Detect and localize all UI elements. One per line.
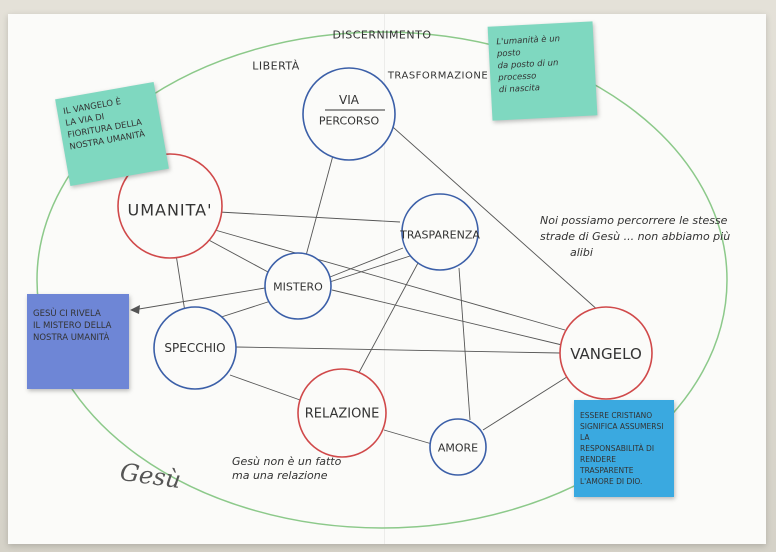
node-specchio-label: SPECCHIO [164,341,226,355]
arrow-head [130,305,140,314]
annotation-line: alibi [570,246,593,259]
link-umanita-trasparenza [218,211,401,223]
sticky-line: RENDERE TRASPARENTE [580,455,634,475]
link-mistero-arrow [132,287,266,311]
link-via-mistero [303,147,336,264]
annotation-line: ma una relazione [232,469,328,482]
sticky-line: GESÙ CI RIVELA [33,309,101,319]
node-vangelo-circle [559,306,653,400]
node-via-circle [302,67,396,161]
label-discernimento: DISCERNIMENTO [332,28,432,42]
node-trasparenza-label: TRASPARENZA [400,228,480,242]
annotation-non-abbiamo-alibi: Noi possiamo percorrere le stesse strade… [540,213,730,261]
link-relazione-amore [383,429,433,445]
node-umanita-label: UMANITA' [127,200,213,220]
sticky-line: ESSERE CRISTIANO [580,411,653,420]
sticky-line: RESPONSABILITÀ DI [580,444,655,453]
node-umanita-circle [117,153,223,259]
link-specchio-vangelo [235,346,561,354]
annotation-line: strade di Gesù ... non abbiamo più [540,230,731,243]
label-liberta: LIBERTÀ [252,59,300,73]
sticky-line: SIGNIFICA ASSUMERSI LA [580,422,664,442]
node-amore-circle [429,418,487,476]
node-vangelo-label: VANGELO [570,345,642,363]
link-umanita-mistero [204,237,269,273]
link-amore-vangelo [482,374,571,431]
link-trasparenza-amore [458,267,471,421]
sticky-vangelo-via: IL VANGELO È LA VIA DI FIORITURA DELLA N… [55,81,169,187]
node-amore-label: AMORE [437,441,479,455]
node-relazione-circle [297,368,387,458]
node-via-title: VIA [339,93,359,107]
link-specchio-relazione [229,374,301,401]
annotation-line: Noi possiamo percorrere le stesse [540,214,728,227]
annotation-gesu-relazione: Gesù non è un fatto ma una relazione [232,455,341,483]
sticky-umanita-posto: L'umanità è un posto da posto di un proc… [487,21,598,121]
sticky-gesu-rivela: GESÙ CI RIVELA IL MISTERO DELLA NOSTRA U… [27,294,129,389]
node-via-subtitle: PERCORSO [318,114,380,128]
link-umanita-vangelo [207,227,566,331]
node-specchio-circle [153,306,237,390]
sticky-line: L'AMORE DI DIO. [580,477,643,486]
label-trasformazione: TRASFORMAZIONE [387,70,489,82]
sticky-essere-cristiano: ESSERE CRISTIANO SIGNIFICA ASSUMERSI LA … [574,400,674,497]
link-trasparenza-relazione [354,262,419,381]
sticky-line: IL MISTERO DELLA [33,321,112,331]
node-relazione-label: RELAZIONE [304,406,380,422]
node-mistero-label: MISTERO [273,280,323,294]
node-mistero-circle [264,252,332,320]
node-trasparenza-circle [401,193,479,271]
link-mistero-trasparenza [329,247,404,278]
annotation-line: Gesù non è un fatto [232,455,342,468]
sticky-line: NOSTRA UMANITÀ [33,333,110,343]
link-mistero-vangelo [331,289,563,346]
paper-fold [384,14,385,544]
link-via-vangelo [384,119,601,313]
gesu-ellipse [36,31,728,529]
